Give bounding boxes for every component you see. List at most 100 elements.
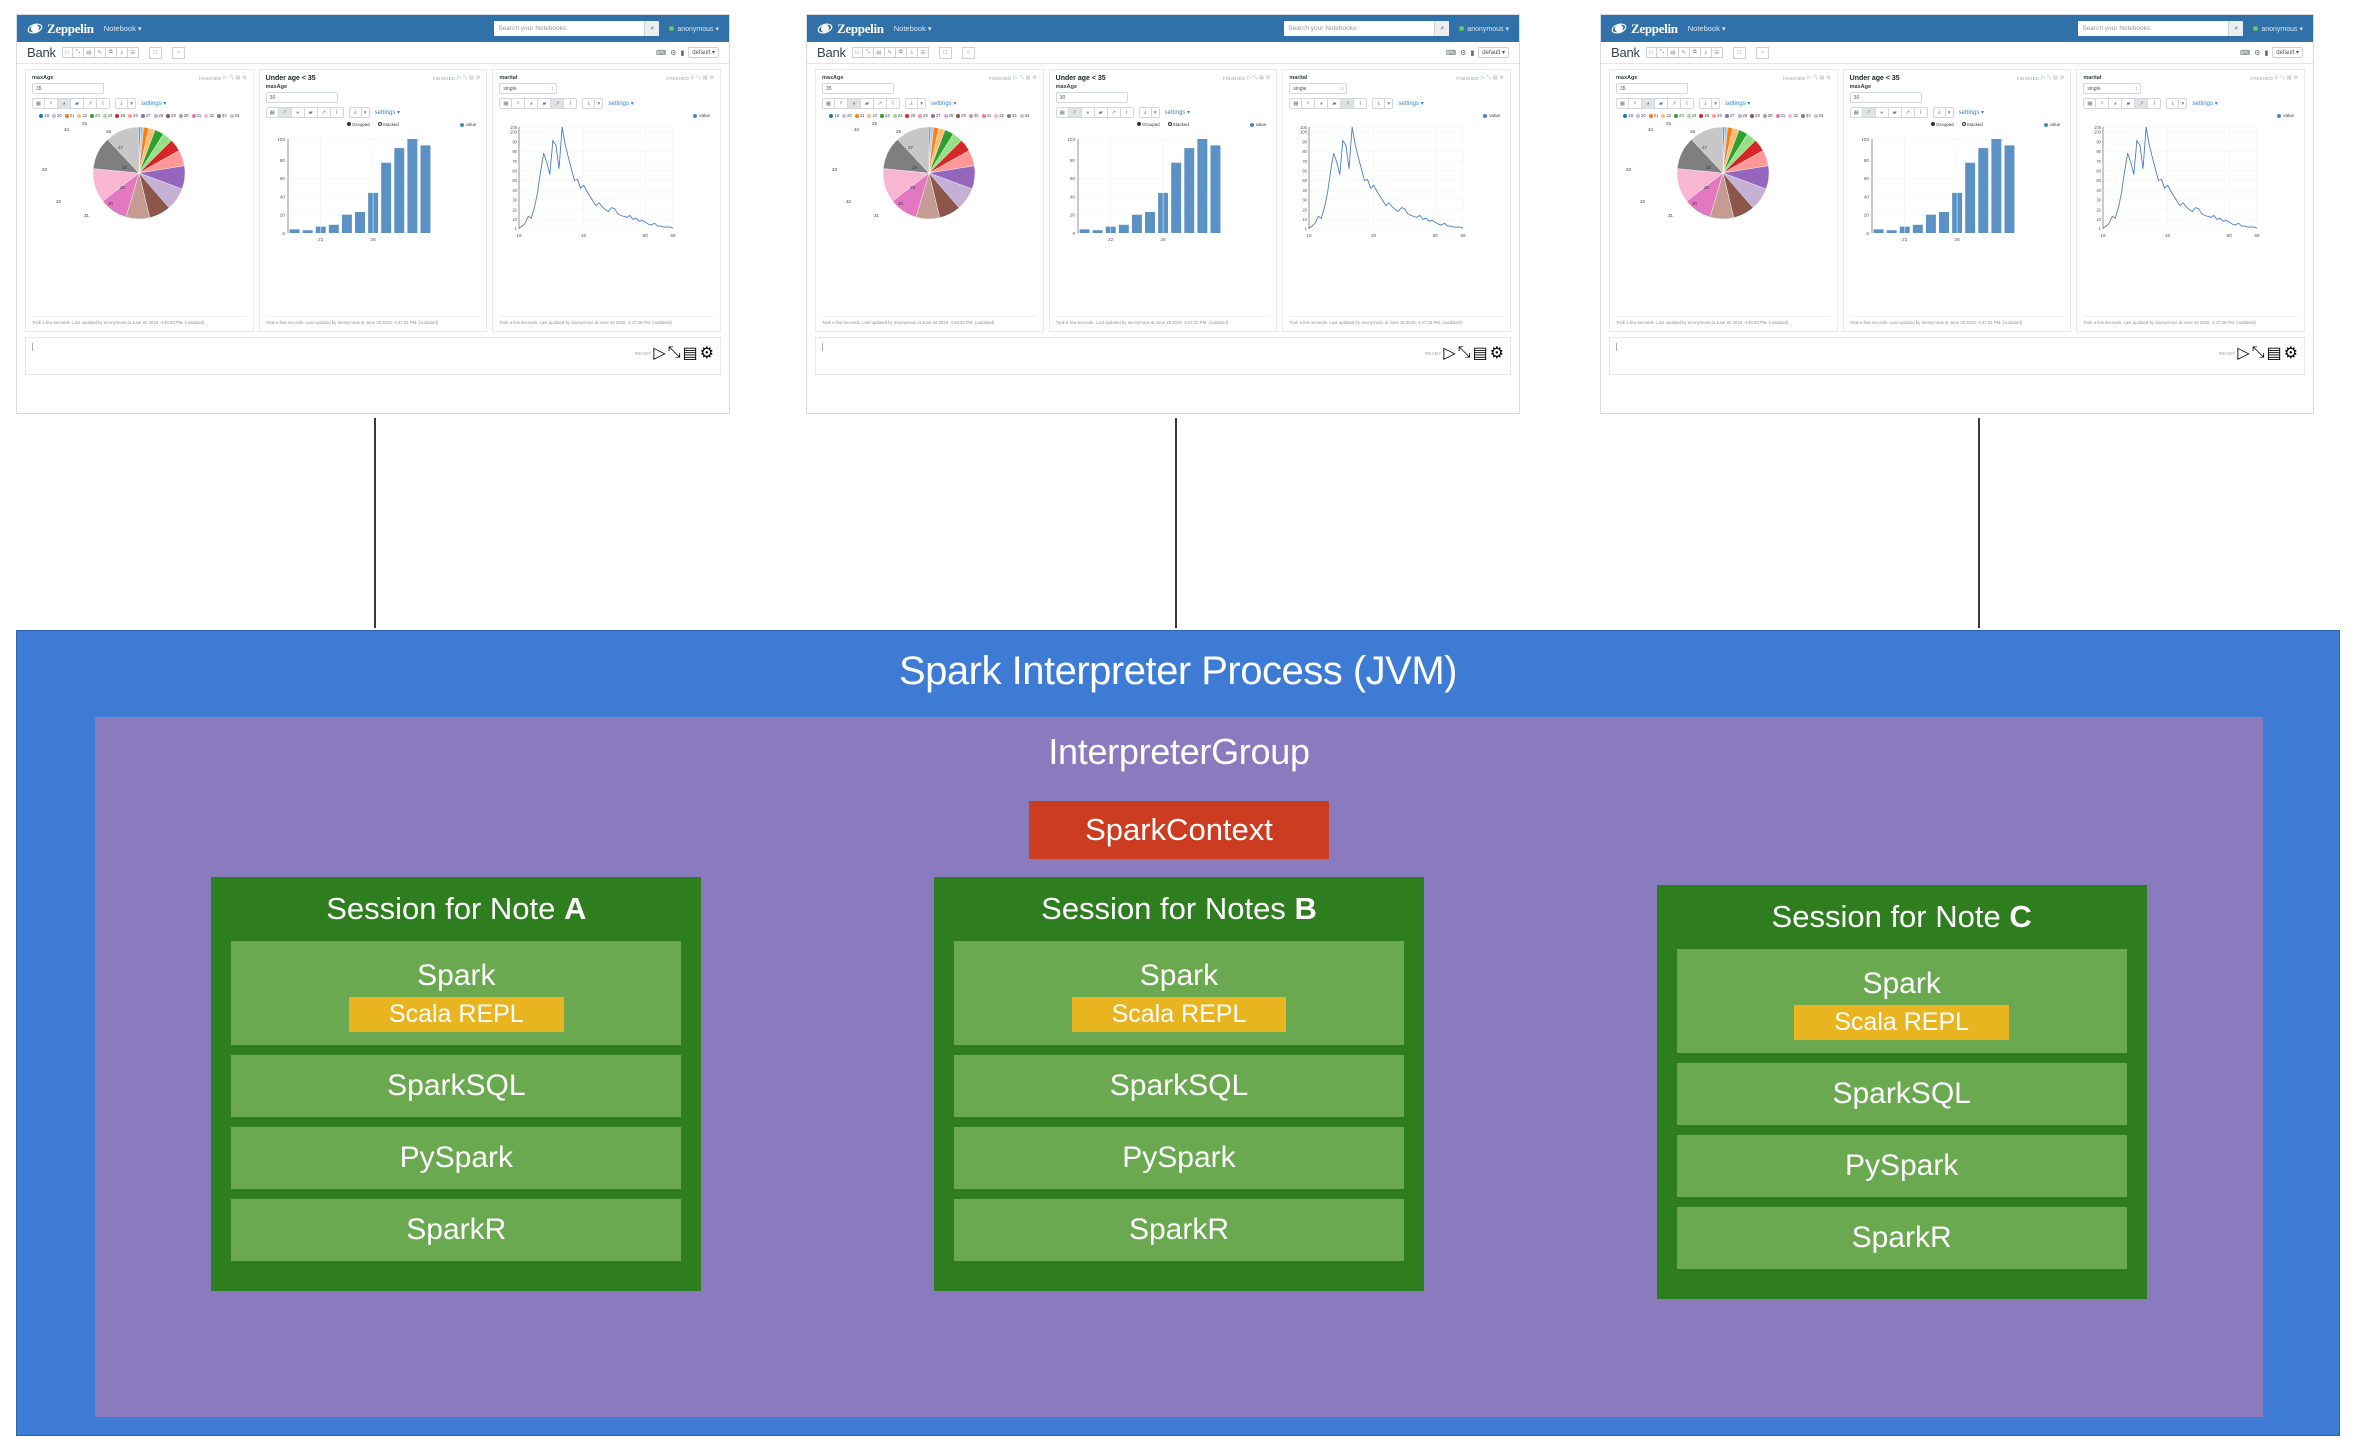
export-icon[interactable]: ⤓: [116, 47, 128, 58]
expand-icon[interactable]: ⤡: [2047, 75, 2052, 81]
viz-area-icon[interactable]: ▰: [304, 107, 318, 118]
search-input[interactable]: Search your Notebooks: [2082, 25, 2151, 32]
run-all-icon[interactable]: ▷: [851, 47, 863, 58]
lock-icon[interactable]: ▮: [680, 49, 685, 57]
viz-table-icon[interactable]: ▦: [1055, 107, 1069, 118]
paragraph-gear-icon[interactable]: ⚙: [1489, 345, 1504, 362]
legend-item[interactable]: 22: [77, 113, 87, 118]
viz-table-icon[interactable]: ▦: [1849, 107, 1863, 118]
viz-area-icon[interactable]: ▰: [538, 98, 552, 109]
trash-icon[interactable]: □: [938, 46, 952, 59]
form-select[interactable]: single↕: [1289, 83, 1348, 94]
paragraph-gear-icon[interactable]: ⚙: [1265, 75, 1271, 81]
expand-icon[interactable]: ⤡: [1486, 75, 1491, 81]
viz-line-icon[interactable]: ↗: [551, 98, 565, 109]
viz-pie-icon[interactable]: ◕: [58, 98, 71, 109]
keyboard-icon[interactable]: ⌨: [656, 49, 667, 57]
show-code-icon[interactable]: ▤: [682, 345, 698, 362]
viz-area-icon[interactable]: ▰: [71, 98, 84, 109]
form-input[interactable]: 35: [822, 83, 894, 94]
viz-area-icon[interactable]: ▰: [1094, 107, 1108, 118]
expand-icon[interactable]: ⤡: [463, 75, 468, 81]
viz-line-icon[interactable]: ↗: [1107, 107, 1121, 118]
download-icon[interactable]: ⤓: [1138, 107, 1152, 118]
viz-pie-icon[interactable]: ◕: [291, 107, 305, 118]
viz-table-icon[interactable]: ▦: [499, 98, 513, 109]
viz-scatter-icon[interactable]: ⌇: [1354, 98, 1368, 109]
search-icon[interactable]: ⌕: [2228, 21, 2244, 36]
show-code-icon[interactable]: ▤: [2286, 75, 2292, 81]
show-code-icon[interactable]: ▤: [1819, 75, 1825, 81]
download-icon[interactable]: ⤓: [1932, 107, 1946, 118]
viz-scatter-icon[interactable]: ⌇: [887, 98, 900, 109]
legend-item[interactable]: 33: [1800, 113, 1811, 118]
notebook-menu[interactable]: Notebook ▾: [1687, 24, 1726, 33]
legend-item[interactable]: 23: [880, 113, 890, 118]
user-menu[interactable]: anonymous ▾: [2253, 25, 2303, 33]
form-select[interactable]: single↕: [2083, 83, 2142, 94]
legend-item[interactable]: 20: [1636, 113, 1646, 118]
settings-link[interactable]: settings ▾: [1398, 101, 1424, 107]
paragraph-gear-icon[interactable]: ⚙: [2293, 75, 2299, 81]
run-icon[interactable]: ▷: [653, 345, 666, 362]
legend-item[interactable]: 19: [1623, 113, 1633, 118]
legend-item[interactable]: 28: [153, 113, 163, 118]
user-menu[interactable]: anonymous ▾: [669, 25, 719, 33]
user-menu[interactable]: anonymous ▾: [1459, 25, 1509, 33]
viz-area-icon[interactable]: ▰: [1655, 98, 1668, 109]
viz-bar-icon[interactable]: ᵝ: [1302, 98, 1316, 109]
expand-icon[interactable]: ⤡: [2251, 344, 2265, 361]
radio-stacked[interactable]: Stacked: [377, 122, 399, 127]
viz-pie-icon[interactable]: ◕: [1081, 107, 1095, 118]
legend-item[interactable]: 26: [918, 113, 928, 118]
run-all-icon[interactable]: ▷: [1645, 47, 1657, 58]
legend-item[interactable]: 31: [191, 113, 201, 118]
viz-area-icon[interactable]: ▰: [2122, 98, 2136, 109]
chevron-down-icon[interactable]: ▾: [1151, 107, 1160, 118]
collapse-icon[interactable]: ⤡: [862, 47, 874, 58]
new-paragraph[interactable]: READY▷⤡▤⚙: [1609, 337, 2305, 375]
show-code-icon[interactable]: ▤: [469, 75, 474, 81]
run-icon[interactable]: ▷: [2041, 75, 2046, 81]
clock-icon[interactable]: ○: [1755, 46, 1769, 59]
legend-item[interactable]: 32: [994, 113, 1004, 118]
run-icon[interactable]: ▷: [457, 75, 462, 81]
expand-icon[interactable]: ⤡: [229, 75, 234, 81]
interpreter-binding-select[interactable]: default ▾: [1478, 47, 1509, 58]
chevron-down-icon[interactable]: ▾: [595, 98, 604, 109]
viz-table-icon[interactable]: ▦: [265, 107, 279, 118]
viz-table-icon[interactable]: ▦: [1616, 98, 1629, 109]
run-icon[interactable]: ▷: [690, 75, 695, 81]
download-icon[interactable]: ⤓: [2166, 98, 2180, 109]
viz-line-icon[interactable]: ↗: [1668, 98, 1681, 109]
expand-icon[interactable]: ⤡: [696, 75, 701, 81]
paragraph-gear-icon[interactable]: ⚙: [2283, 345, 2298, 362]
legend-item[interactable]: 29: [166, 113, 176, 118]
expand-icon[interactable]: ⤡: [1813, 75, 1818, 81]
notebook-menu[interactable]: Notebook ▾: [103, 24, 142, 33]
legend-item[interactable]: 21: [64, 113, 74, 118]
viz-table-icon[interactable]: ▦: [822, 98, 835, 109]
series-legend[interactable]: value: [1249, 122, 1266, 127]
series-legend[interactable]: value: [2043, 122, 2060, 127]
viz-line-icon[interactable]: ↗: [874, 98, 887, 109]
legend-item[interactable]: 21: [854, 113, 864, 118]
search-input[interactable]: Search your Notebooks: [1288, 25, 1357, 32]
export-icon[interactable]: ⤓: [906, 47, 918, 58]
show-code-icon[interactable]: ▤: [2053, 75, 2058, 81]
keyboard-icon[interactable]: ⌨: [1446, 49, 1457, 57]
run-icon[interactable]: ▷: [2274, 75, 2279, 81]
paragraph-gear-icon[interactable]: ⚙: [1826, 75, 1831, 81]
viz-line-icon[interactable]: ↗: [1341, 98, 1355, 109]
settings-link[interactable]: settings ▾: [608, 101, 634, 107]
viz-pie-icon[interactable]: ◕: [1875, 107, 1889, 118]
settings-link[interactable]: settings ▾: [931, 101, 957, 107]
viz-line-icon[interactable]: ↗: [84, 98, 97, 109]
legend-item[interactable]: 33: [1006, 113, 1017, 118]
run-icon[interactable]: ▷: [1480, 75, 1485, 81]
download-icon[interactable]: ⤓: [905, 98, 918, 109]
interpreter-binding-select[interactable]: default ▾: [2272, 47, 2303, 58]
viz-bar-icon[interactable]: ᵝ: [45, 98, 58, 109]
radio-stacked[interactable]: Stacked: [1167, 122, 1189, 127]
viz-bar-icon[interactable]: ᵝ: [1629, 98, 1642, 109]
